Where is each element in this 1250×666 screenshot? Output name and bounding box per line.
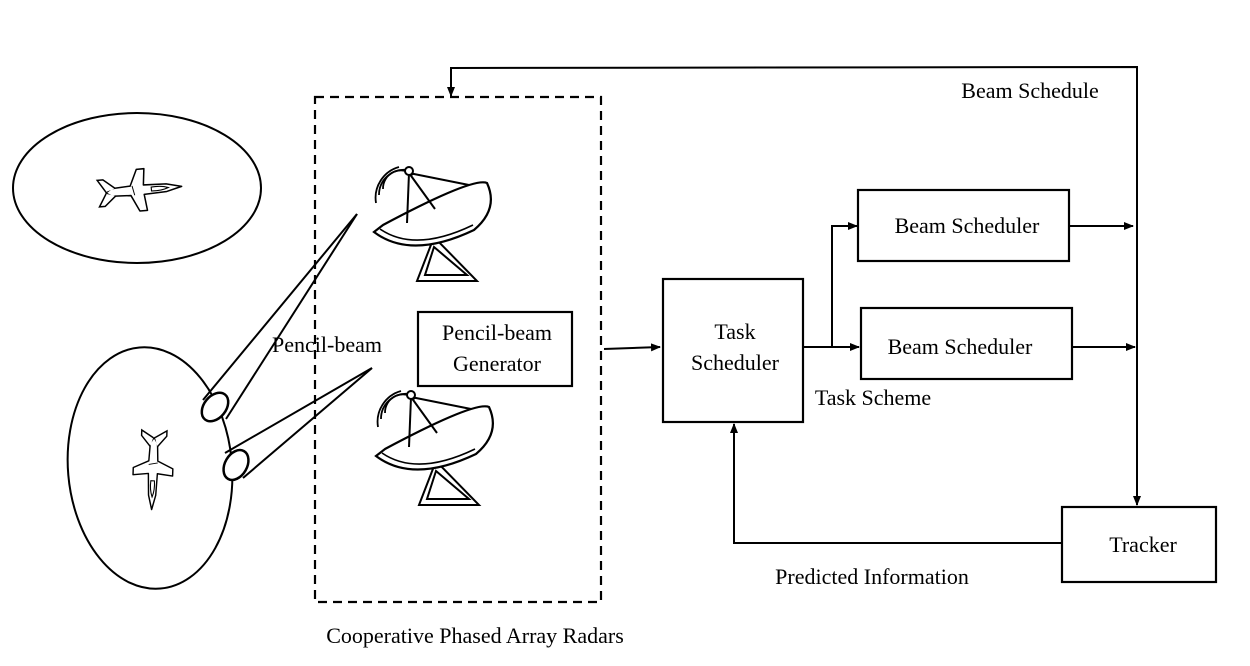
cooperative-radars-caption: Cooperative Phased Array Radars (326, 623, 624, 648)
fighter-jet-icon (95, 164, 185, 216)
tracker-label: Tracker (1109, 532, 1177, 557)
pencil-beam-generator-block: Pencil-beam Generator (416, 310, 574, 388)
beam-scheduler-block-2: Beam Scheduler (859, 306, 1074, 381)
target-ellipse-top (12, 112, 262, 264)
beam-scheduler-block-1: Beam Scheduler (856, 188, 1071, 263)
task-to-beam1-arrow (831, 222, 858, 347)
pencil-beam-label: Pencil-beam (272, 332, 382, 357)
pencil-beam-upper (200, 213, 358, 423)
beam-scheduler-1-label: Beam Scheduler (895, 213, 1040, 238)
task-scheduler-line2: Scheduler (691, 350, 780, 375)
predicted-information-label: Predicted Information (775, 564, 969, 589)
pencil-beam-generator-line2: Generator (453, 351, 542, 376)
beam-scheduler-2-label: Beam Scheduler (888, 334, 1033, 359)
tracker-block: Tracker (1060, 505, 1218, 584)
task-scheduler-line1: Task (714, 319, 755, 344)
target-ellipse-bottom (66, 346, 234, 590)
pencil-beam-lower (222, 367, 373, 482)
beam-schedule-feedback-arrow (447, 65, 1138, 433)
beam-schedule-label: Beam Schedule (961, 78, 1098, 103)
predicted-info-feedback-arrow (730, 423, 1061, 544)
cooperative-radars-group (313, 95, 603, 604)
pencil-beam-generator-line1: Pencil-beam (442, 320, 552, 345)
task-scheme-label: Task Scheme (815, 385, 931, 410)
radar-dish-icon (374, 389, 494, 507)
generator-to-task-arrow (603, 343, 661, 352)
radar-dish-icon (372, 165, 492, 283)
fighter-jet-icon (131, 429, 175, 511)
task-scheduler-block: Task Scheduler (661, 277, 805, 424)
